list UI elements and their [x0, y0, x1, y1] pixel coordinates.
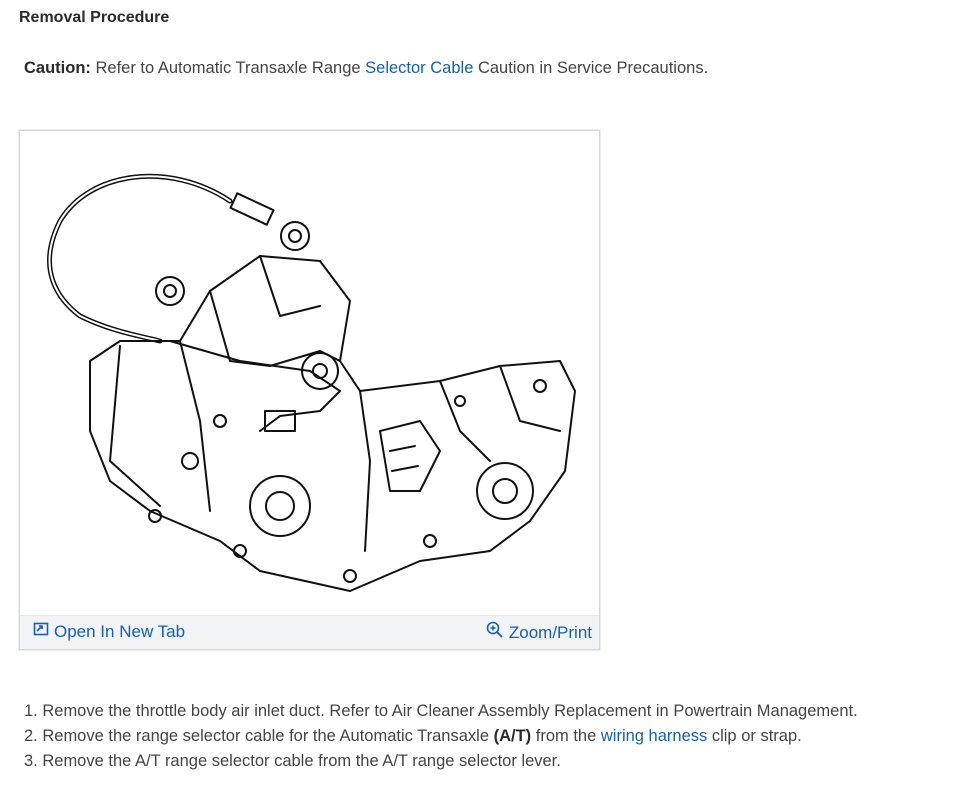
caution-text-before: Refer to Automatic Transaxle Range	[90, 59, 366, 77]
step-item: 1. Remove the throttle body air inlet du…	[24, 701, 858, 726]
step-item: 3. Remove the A/T range selector cable f…	[24, 751, 858, 776]
step-text-mid: from the	[531, 727, 601, 745]
wiring-harness-link[interactable]: wiring harness	[600, 727, 708, 745]
open-in-new-tab-button[interactable]: Open In New Tab	[33, 621, 185, 642]
figure-panel: Open In New Tab Zoom/Print	[19, 130, 600, 650]
step-text: Remove the A/T range selector cable from…	[37, 752, 561, 770]
zoom-print-label: Zoom/Print	[508, 622, 592, 642]
step-item: 2. Remove the range selector cable for t…	[24, 726, 858, 751]
transaxle-illustration	[47, 173, 576, 592]
caution-label: Caution:	[24, 59, 91, 77]
figure-toolbar: Open In New Tab Zoom/Print	[20, 615, 599, 649]
procedure-steps: 1. Remove the throttle body air inlet du…	[24, 701, 858, 776]
step-text: Remove the throttle body air inlet duct.…	[37, 702, 858, 720]
caution-note: Caution: Refer to Automatic Transaxle Ra…	[24, 59, 708, 78]
zoom-icon	[486, 621, 504, 644]
step-number: 3.	[24, 752, 38, 770]
section-heading: Removal Procedure	[19, 9, 170, 26]
step-text-after: clip or strap.	[707, 727, 802, 745]
caution-text-after: Caution in Service Precautions.	[473, 59, 709, 77]
step-text-before: Remove the range selector cable for the …	[37, 727, 494, 745]
zoom-print-button[interactable]: Zoom/Print	[486, 621, 592, 644]
selector-cable-link[interactable]: Selector Cable	[365, 59, 474, 77]
open-in-new-tab-label: Open In New Tab	[54, 621, 186, 641]
step-bold-term: (A/T)	[493, 727, 532, 745]
step-number: 2.	[24, 727, 38, 745]
open-tab-icon	[33, 621, 49, 642]
step-number: 1.	[24, 702, 38, 720]
